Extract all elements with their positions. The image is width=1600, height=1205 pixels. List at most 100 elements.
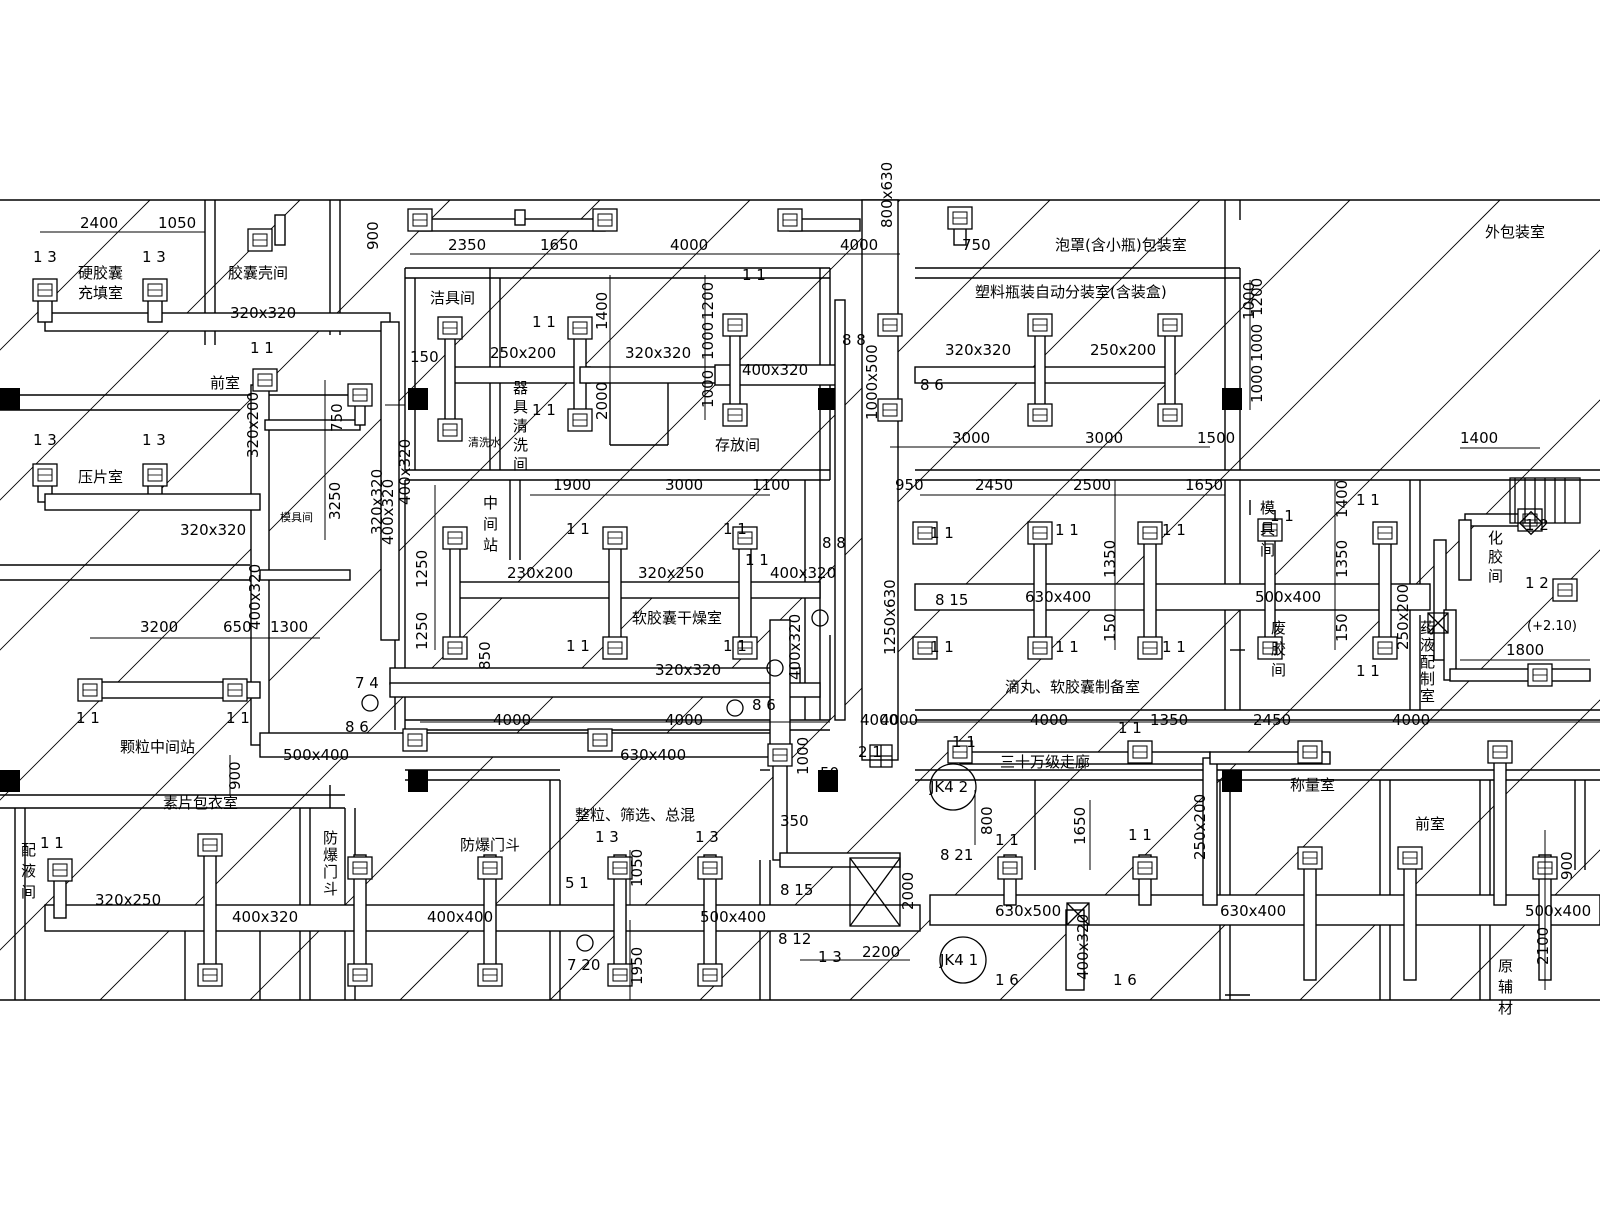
dimension-text: 2450	[975, 476, 1013, 494]
dimension-text: 1350	[1150, 711, 1188, 729]
air-terminal	[1372, 636, 1398, 660]
air-terminal	[477, 856, 503, 880]
air-terminal	[32, 278, 58, 302]
air-terminal	[912, 636, 938, 660]
hatch-line	[0, 199, 751, 951]
duct-size: 800x630	[878, 162, 896, 228]
dimension-text: 2100	[1534, 927, 1552, 965]
air-terminal	[1157, 313, 1183, 337]
dimension-text: 2000	[899, 872, 917, 910]
tag-label: 1 1	[745, 551, 769, 569]
air-terminal	[1527, 663, 1553, 687]
air-terminal	[1297, 740, 1323, 764]
dimension-text: 850	[476, 641, 494, 670]
dimension-text: 2400	[80, 214, 118, 232]
duct-segment	[514, 209, 526, 226]
dimension-text: 3250	[326, 482, 344, 520]
tag-label: 7 4	[355, 674, 379, 692]
dimension-text: 1050	[628, 849, 646, 887]
room-name: 压片室	[78, 468, 123, 486]
duct-segment	[1493, 757, 1507, 906]
air-terminal	[197, 963, 223, 987]
dimension-text: 150	[1101, 613, 1119, 642]
air-terminal	[947, 740, 973, 764]
structural-columns	[0, 388, 1242, 792]
tag-label: 8 15	[935, 591, 968, 609]
duct-size: 320x320	[180, 521, 246, 539]
air-terminal	[1027, 313, 1053, 337]
dimension-text: 900	[226, 761, 244, 790]
tag-label: 8 8	[822, 534, 846, 552]
room-name: 外包装室	[1485, 223, 1545, 241]
dimension-text: 900	[364, 221, 382, 250]
room-name: 称量室	[1290, 776, 1335, 794]
air-terminal	[407, 208, 433, 232]
duct-segment	[44, 493, 261, 511]
tag-label: 8 6	[345, 718, 369, 736]
air-terminal	[1027, 636, 1053, 660]
tag-label: 1 1	[1162, 521, 1186, 539]
dimension-text: 1000	[794, 737, 812, 775]
air-terminal	[732, 526, 758, 550]
duct-segment	[1403, 854, 1417, 981]
dimension-text: 1250	[413, 612, 431, 650]
dimension-text: 1000	[1240, 282, 1258, 320]
dimension-text: 1200	[1248, 278, 1266, 316]
duct-segment	[449, 539, 461, 651]
room-name: 原辅材	[1496, 958, 1514, 1021]
air-terminal	[1137, 636, 1163, 660]
tag-label: 1 6	[1113, 971, 1137, 989]
dimension-text: 1800	[1506, 641, 1544, 659]
tag-label: 1 1	[742, 266, 766, 284]
air-terminal	[222, 678, 248, 702]
dimension-text: 2500	[1073, 476, 1111, 494]
air-terminal	[477, 963, 503, 987]
duct-size: 400x320	[396, 439, 414, 505]
dimension-text: 4000	[1030, 711, 1068, 729]
air-terminal	[32, 463, 58, 487]
duct-segment	[274, 214, 286, 246]
air-terminal	[1027, 521, 1053, 545]
duct-size: 400x320	[770, 564, 836, 582]
dimension-text: 4000	[1392, 711, 1430, 729]
tag-label: 1 3	[142, 248, 166, 266]
air-terminal	[767, 743, 793, 767]
tag-label: 1 3	[695, 828, 719, 846]
elevation-label: (+2.10)	[1527, 619, 1577, 634]
dimension-text: 4000	[665, 711, 703, 729]
dimension-text: 1500	[1197, 429, 1235, 447]
air-terminal	[567, 316, 593, 340]
room-name: 泡罩(含小瓶)包装室	[1055, 236, 1187, 254]
air-terminal	[567, 408, 593, 432]
room-name: 硬胶囊	[78, 264, 123, 282]
air-terminal	[722, 403, 748, 427]
duct-segment	[1378, 539, 1392, 651]
duct-size: 250x200	[1394, 584, 1412, 650]
duct-segment	[44, 904, 921, 932]
duct-size: 400x320	[786, 614, 804, 680]
dimension-text: 1400	[593, 292, 611, 330]
dimension-text: 4000	[880, 711, 918, 729]
tag-label: 1 1	[76, 709, 100, 727]
duct-size: 320x320	[230, 304, 296, 322]
duct-segment	[1143, 539, 1157, 651]
tag-label: 1 1	[1356, 491, 1380, 509]
air-terminal	[142, 463, 168, 487]
room-name: 模具间	[1258, 500, 1276, 563]
duct-size: 630x400	[1220, 902, 1286, 920]
air-terminal	[697, 856, 723, 880]
air-terminal	[47, 858, 73, 882]
air-terminal	[877, 398, 903, 422]
dimension-text: 4000	[840, 236, 878, 254]
room-name: 配液间	[19, 842, 37, 905]
duct-segment	[203, 854, 217, 981]
duct-size: 320x200	[244, 392, 262, 458]
air-terminal	[247, 228, 273, 252]
air-terminal	[347, 856, 373, 880]
duct-segment	[454, 581, 821, 599]
tag-label: 1 1	[995, 831, 1019, 849]
tag-label: 1 1	[566, 637, 590, 655]
duct-size: 320x250	[638, 564, 704, 582]
duct-size: 400x320	[246, 564, 264, 630]
duct-size: 400x320	[1074, 914, 1092, 980]
